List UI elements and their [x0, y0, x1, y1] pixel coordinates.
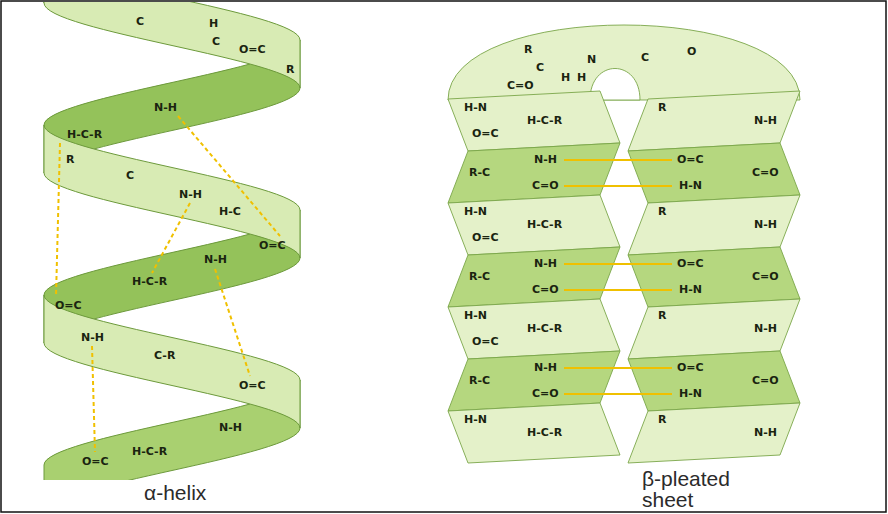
atom-label: H-N [679, 180, 702, 192]
atom-label: H-C-R [527, 115, 562, 127]
atom-label: H-N [464, 102, 487, 114]
atom-label: H-C-R [67, 129, 102, 141]
atom-label: H-N [679, 388, 702, 400]
atom-label: N-H [754, 323, 777, 335]
atom-label: N-H [179, 189, 202, 201]
atom-label: R [658, 310, 666, 322]
atom-label: H-C-R [132, 276, 167, 288]
atom-label: N-H [534, 258, 557, 270]
atom-label: H [209, 18, 218, 30]
atom-label: R-C [469, 375, 490, 387]
atom-label: H-C-R [527, 219, 562, 231]
atom-label: C [126, 170, 134, 182]
atom-label: H-N [464, 310, 487, 322]
atom-label: C=O [532, 180, 559, 192]
atom-label: N-H [81, 332, 104, 344]
atom-label: R [658, 206, 666, 218]
atom-label: N-H [219, 422, 242, 434]
atom-label: C-R [154, 350, 175, 362]
atom-label: N-H [754, 219, 777, 231]
atom-label: H-C-R [527, 427, 562, 439]
atom-label: O=C [239, 380, 266, 392]
atom-label: C [212, 36, 220, 48]
atom-label: R [524, 44, 532, 56]
atom-label: O=C [677, 362, 704, 374]
atom-label: C=O [532, 388, 559, 400]
atom-label: C [536, 62, 544, 74]
atom-label: O=C [472, 128, 499, 140]
atom-label: C=O [752, 271, 779, 283]
atom-label: N-H [754, 115, 777, 127]
atom-label: R [658, 414, 666, 426]
structure-caption: α-helix [144, 482, 206, 503]
atom-label: C [641, 52, 649, 64]
atom-label: O=C [472, 232, 499, 244]
atom-label: C=O [752, 167, 779, 179]
atom-label: H-C-R [527, 323, 562, 335]
atom-label: O=C [472, 336, 499, 348]
hydrogen-bonds-sheet [564, 160, 672, 394]
atom-label: C [136, 16, 144, 28]
atom-label: O=C [677, 154, 704, 166]
atom-label: H-N [464, 414, 487, 426]
beta-sheet-ribbon [448, 25, 800, 463]
atom-label: H-N [464, 206, 487, 218]
atom-label: N-H [534, 154, 557, 166]
atom-label: H-C [219, 206, 241, 218]
atom-label: N-H [154, 102, 177, 114]
atom-label: R [658, 102, 666, 114]
atom-label: H-N [679, 284, 702, 296]
atom-label: R [286, 64, 294, 76]
atom-label: O=C [239, 44, 266, 56]
atom-label: R-C [469, 271, 490, 283]
atom-label: O=C [259, 240, 286, 252]
atom-label: C=O [507, 80, 534, 92]
structure-caption: β-pleated sheet [642, 468, 752, 510]
atom-label: O [687, 46, 696, 58]
atom-label: R [66, 154, 74, 166]
atom-label: H [561, 72, 570, 84]
atom-label: C=O [532, 284, 559, 296]
atom-label: C=O [752, 375, 779, 387]
atom-label: N-H [534, 362, 557, 374]
hydrogen-bonds-helix [56, 116, 280, 452]
atom-label: N-H [204, 254, 227, 266]
atom-label: N [587, 54, 596, 66]
atom-label: N-H [754, 427, 777, 439]
atom-label: R-C [469, 167, 490, 179]
atom-label: O=C [82, 456, 109, 468]
atom-label: O=C [677, 258, 704, 270]
atom-label: H [577, 72, 586, 84]
atom-label: H-C-R [132, 446, 167, 458]
alpha-helix-ribbon [44, 2, 300, 480]
atom-label: O=C [55, 300, 82, 312]
